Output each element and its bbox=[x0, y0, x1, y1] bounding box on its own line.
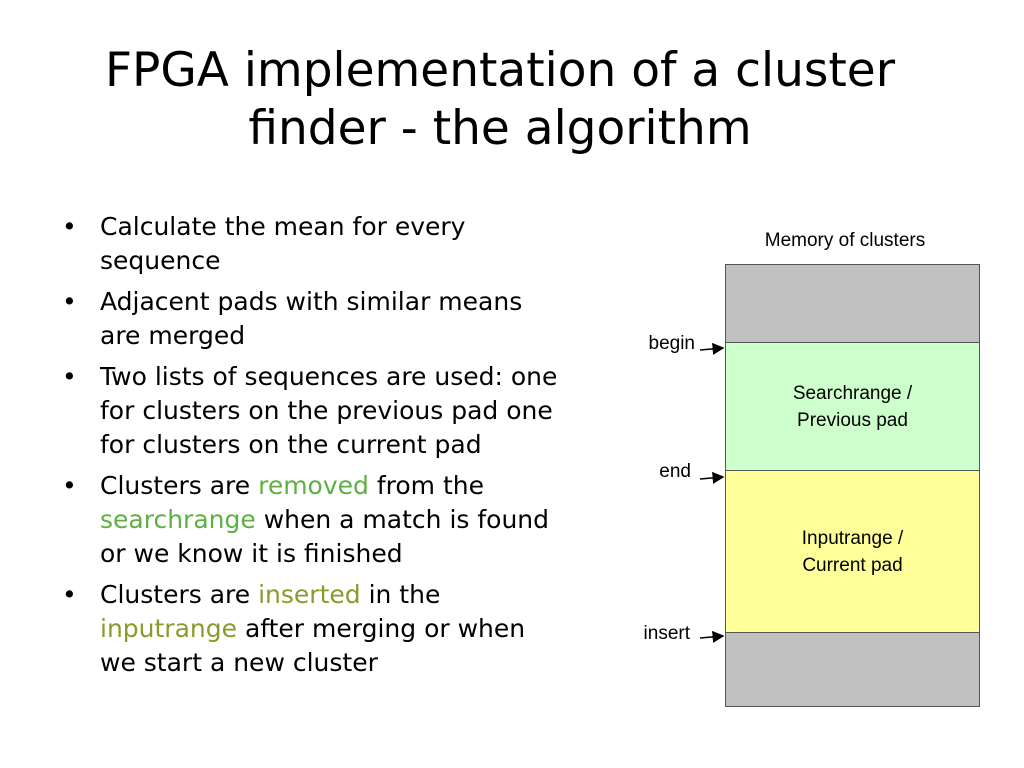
bullet-dot-icon: • bbox=[62, 362, 77, 391]
bullet-dot-icon: • bbox=[62, 471, 77, 500]
slide-title-line-1: FPGA implementation of a cluster bbox=[104, 43, 896, 98]
bullet-text-mid: from the bbox=[368, 471, 485, 500]
bullet-item: • Calculate the mean for every sequence bbox=[60, 210, 560, 278]
highlight-inputrange: inputrange bbox=[100, 614, 237, 643]
memory-segment-unused-top bbox=[726, 265, 979, 342]
searchrange-label-line-2: Previous pad bbox=[797, 409, 908, 431]
memory-block: Searchrange / Previous pad Inputrange / … bbox=[725, 264, 980, 707]
bullet-dot-icon: • bbox=[62, 580, 77, 609]
bullet-text-pre: Clusters are bbox=[100, 471, 259, 500]
highlight-inserted: inserted bbox=[258, 580, 361, 609]
bullet-item: • Two lists of sequences are used: one f… bbox=[60, 360, 560, 462]
bullet-dot-icon: • bbox=[62, 287, 77, 316]
bullet-list: • Calculate the mean for every sequence … bbox=[60, 210, 560, 687]
bullet-item: • Adjacent pads with similar means are m… bbox=[60, 285, 560, 353]
bullet-item: • Clusters are removed from the searchra… bbox=[60, 469, 560, 571]
searchrange-label-line-1: Searchrange / bbox=[792, 382, 913, 404]
arrow-end-icon bbox=[699, 471, 725, 484]
arrow-begin-icon bbox=[699, 342, 725, 355]
bullet-dot-icon: • bbox=[62, 212, 77, 241]
pointer-label-end: end bbox=[659, 461, 691, 482]
memory-segment-searchrange: Searchrange / Previous pad bbox=[726, 342, 979, 470]
inputrange-label-line-2: Current pad bbox=[802, 554, 903, 576]
memory-segment-inputrange: Inputrange / Current pad bbox=[726, 470, 979, 632]
memory-caption: Memory of clusters bbox=[764, 230, 926, 251]
bullet-item: • Clusters are inserted in the inputrang… bbox=[60, 578, 560, 680]
bullet-text: Two lists of sequences are used: one for… bbox=[100, 362, 558, 459]
inputrange-label-line-1: Inputrange / bbox=[801, 527, 904, 549]
arrow-insert-icon bbox=[699, 630, 725, 643]
slide-title: FPGA implementation of a cluster finder … bbox=[0, 42, 1000, 158]
highlight-removed: removed bbox=[258, 471, 369, 500]
bullet-text: Calculate the mean for every sequence bbox=[100, 212, 466, 275]
bullet-text-mid: in the bbox=[360, 580, 441, 609]
pointer-label-insert: insert bbox=[643, 623, 690, 644]
slide-title-line-2: finder - the algorithm bbox=[248, 101, 752, 156]
bullet-text-pre: Clusters are bbox=[100, 580, 259, 609]
pointer-label-begin: begin bbox=[648, 333, 696, 354]
highlight-searchrange: searchrange bbox=[100, 505, 256, 534]
memory-segment-unused-bottom bbox=[726, 632, 979, 706]
bullet-text-post: after merging or when we start a new clu… bbox=[100, 614, 526, 677]
bullet-text-post: when a match is found or we know it is f… bbox=[100, 505, 550, 568]
bullet-text: Adjacent pads with similar means are mer… bbox=[100, 287, 523, 350]
